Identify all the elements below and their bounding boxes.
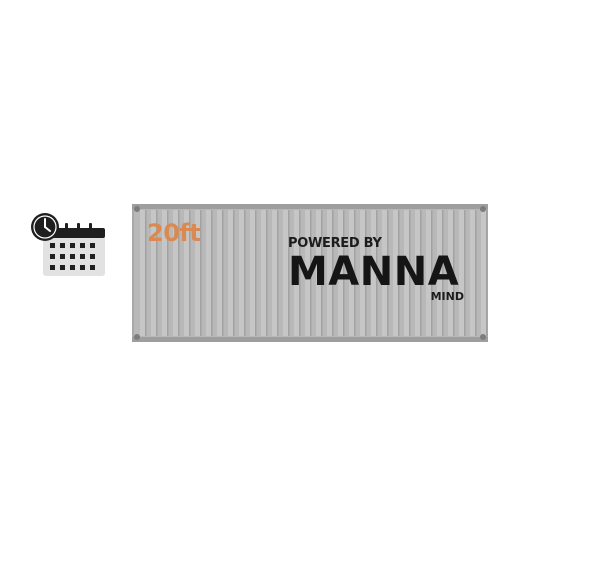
container-rib-shadow bbox=[310, 210, 312, 336]
container-rib-shadow bbox=[266, 210, 268, 336]
container-rib bbox=[195, 210, 200, 336]
container-rib bbox=[283, 210, 288, 336]
container-rib bbox=[393, 210, 398, 336]
container-rib bbox=[239, 210, 244, 336]
container-rib bbox=[151, 210, 156, 336]
container-rib-shadow bbox=[442, 210, 444, 336]
container-rib-shadow bbox=[167, 210, 169, 336]
container-rib-shadow bbox=[145, 210, 147, 336]
container-rib-shadow bbox=[332, 210, 334, 336]
container-rib-shadow bbox=[299, 210, 301, 336]
container-rib bbox=[481, 210, 486, 336]
container-rib bbox=[448, 210, 453, 336]
container-rib-shadow bbox=[464, 210, 466, 336]
container-rib bbox=[305, 210, 310, 336]
container-rib-shadow bbox=[365, 210, 367, 336]
powered-by-text: POWERED BY bbox=[288, 236, 382, 251]
container-rib bbox=[327, 210, 332, 336]
container-rib bbox=[426, 210, 431, 336]
container-rib-shadow bbox=[420, 210, 422, 336]
container-rib-shadow bbox=[431, 210, 433, 336]
container-rib-shadow bbox=[288, 210, 290, 336]
container-body bbox=[132, 204, 488, 342]
container-rib bbox=[184, 210, 189, 336]
container-rib bbox=[162, 210, 167, 336]
container-rib bbox=[206, 210, 211, 336]
container-rib bbox=[470, 210, 475, 336]
container-rib bbox=[261, 210, 266, 336]
sub-brand-name: MIND bbox=[430, 290, 464, 303]
manna-mind-logo: POWERED BY MANNA MIND bbox=[288, 236, 468, 304]
container-rib-shadow bbox=[453, 210, 455, 336]
container-rib-shadow bbox=[387, 210, 389, 336]
container-rib bbox=[404, 210, 409, 336]
container-rib-shadow bbox=[156, 210, 158, 336]
container-rib-shadow bbox=[321, 210, 323, 336]
container-rib-shadow bbox=[178, 210, 180, 336]
container-rib-shadow bbox=[343, 210, 345, 336]
container-rib-shadow bbox=[255, 210, 257, 336]
container-rib-shadow bbox=[376, 210, 378, 336]
calendar-clock-icon[interactable] bbox=[30, 212, 108, 278]
container-rib-shadow bbox=[354, 210, 356, 336]
container-rib bbox=[415, 210, 420, 336]
container-rib bbox=[272, 210, 277, 336]
container-rib-shadow bbox=[398, 210, 400, 336]
container-size-label: 20ft bbox=[147, 219, 201, 247]
container-rib bbox=[338, 210, 343, 336]
container-rib bbox=[316, 210, 321, 336]
shipping-container[interactable] bbox=[132, 204, 488, 342]
container-rib bbox=[228, 210, 233, 336]
container-rib-shadow bbox=[233, 210, 235, 336]
container-rib-shadow bbox=[189, 210, 191, 336]
container-rib-shadow bbox=[222, 210, 224, 336]
container-rib bbox=[437, 210, 442, 336]
container-rib-shadow bbox=[409, 210, 411, 336]
brand-name: MANNA bbox=[288, 249, 460, 295]
container-rib-shadow bbox=[475, 210, 477, 336]
container-rib bbox=[382, 210, 387, 336]
container-rib bbox=[360, 210, 365, 336]
container-rib bbox=[371, 210, 376, 336]
container-rib bbox=[349, 210, 354, 336]
container-rib-shadow bbox=[211, 210, 213, 336]
container-rib bbox=[140, 210, 145, 336]
container-rib-shadow bbox=[200, 210, 202, 336]
container-rib-shadow bbox=[244, 210, 246, 336]
container-rib-shadow bbox=[486, 210, 488, 336]
container-rib bbox=[173, 210, 178, 336]
container-rib bbox=[459, 210, 464, 336]
container-rib bbox=[250, 210, 255, 336]
container-rib bbox=[294, 210, 299, 336]
container-rib-shadow bbox=[277, 210, 279, 336]
container-rib bbox=[217, 210, 222, 336]
